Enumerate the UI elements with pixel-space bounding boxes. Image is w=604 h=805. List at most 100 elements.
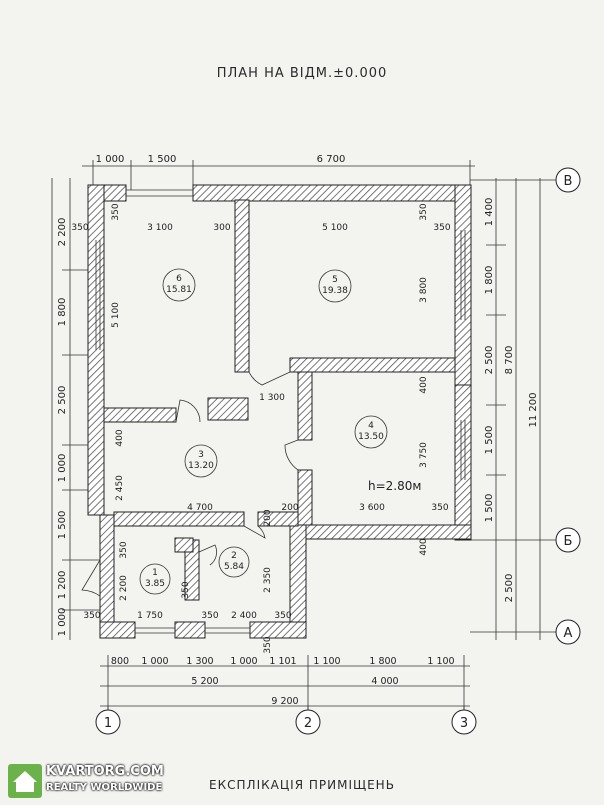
dim-bottom-r1-6: 1 800 (369, 656, 396, 667)
windows (95, 189, 466, 634)
axis-bubble-А (555, 619, 581, 645)
dim-int-26: 350 (274, 611, 291, 621)
dim-int-28: 350 (263, 636, 273, 653)
dim-int-25: 2 400 (231, 611, 257, 621)
axis-bubble-1 (95, 709, 121, 735)
dim-int-23: 1 750 (137, 611, 163, 621)
room-1-area: 3.85 (145, 579, 165, 589)
room-2-number: 2 (231, 551, 237, 561)
interior-dimensions: 350 3 100 300 5 100 350 350 350 5 100 3 … (71, 203, 450, 653)
room-6-area: 15.81 (166, 285, 192, 295)
dim-int-29: 350 (181, 581, 191, 598)
dim-left-2: 2 500 (57, 386, 68, 415)
room-2-area: 5.84 (224, 562, 244, 572)
dim-bottom-r1-0: 800 (111, 656, 129, 667)
axis-labels: 1 2 3 В Б А (104, 174, 573, 731)
left-dimensions: 2 200 1 800 2 500 1 000 1 500 1 200 1 00… (57, 218, 68, 637)
dim-int-2: 300 (213, 223, 230, 233)
watermark-logo: KVARTORG.COM REALTY WORLDWIDE (8, 762, 188, 802)
dim-int-27: 350 (83, 611, 100, 621)
dim-int-11: 400 (419, 376, 429, 393)
dim-int-16: 3 600 (359, 503, 385, 513)
dim-int-9: 1 300 (259, 393, 285, 403)
dim-int-7: 5 100 (111, 302, 121, 328)
dim-left-0: 2 200 (57, 218, 68, 247)
plan-title: ПЛАН НА ВІДМ.±0.000 (216, 66, 388, 81)
top-dimensions: 1 000 1 500 6 700 (96, 154, 346, 165)
dim-int-10: 400 (115, 429, 125, 446)
axis-markers (95, 167, 581, 735)
house-icon (8, 764, 42, 798)
axis-label-3: 3 (460, 716, 468, 731)
axis-bubble-Б (555, 527, 581, 553)
dim-left-1: 1 800 (57, 298, 68, 327)
dim-int-15: 200 (281, 503, 298, 513)
dim-left-6: 1 000 (57, 608, 68, 637)
room-3-number: 3 (198, 450, 204, 460)
dim-int-8: 3 800 (419, 277, 429, 303)
axis-label-2: 2 (304, 716, 312, 731)
dim-int-6: 350 (419, 203, 429, 220)
watermark-sub-text: REALTY WORLDWIDE (46, 782, 163, 793)
axis-bubble-3 (451, 709, 477, 735)
dim-int-17: 350 (431, 503, 448, 513)
bottom-dimensions: 800 1 000 1 300 1 000 1 101 1 100 1 800 … (111, 656, 455, 707)
axis-label-Б: Б (564, 534, 573, 549)
dim-right-outer-0: 11 200 (528, 393, 539, 428)
dim-right-mid-0: 8 700 (504, 346, 515, 375)
dim-bottom-r1-5: 1 100 (313, 656, 340, 667)
dim-right-inner-3: 1 500 (484, 426, 495, 455)
axis-bubble-В (555, 167, 581, 193)
dim-left-4: 1 500 (57, 511, 68, 540)
explication-title: ЕКСПЛІКАЦІЯ ПРИМІЩЕНЬ (209, 778, 395, 792)
dim-top-2: 6 700 (317, 154, 346, 165)
room-5-number: 5 (332, 275, 338, 285)
room-6-number: 6 (176, 274, 182, 284)
walls (87, 184, 472, 639)
room-4-number: 4 (368, 421, 374, 431)
room-3-area: 13.20 (188, 461, 214, 471)
dim-bottom-r2-0: 5 200 (191, 676, 218, 687)
dim-int-12: 2 450 (115, 475, 125, 501)
dim-left-5: 1 200 (57, 571, 68, 600)
room-5-area: 19.38 (322, 286, 348, 296)
watermark-main-text: KVARTORG.COM (46, 764, 164, 779)
dim-int-4: 350 (433, 223, 450, 233)
dim-bottom-r1-2: 1 300 (186, 656, 213, 667)
dim-bottom-r3-0: 9 200 (271, 696, 298, 707)
axis-label-А: А (564, 626, 573, 641)
dim-int-3: 5 100 (322, 223, 348, 233)
dim-int-19: 400 (419, 538, 429, 555)
dim-right-inner-4: 1 500 (484, 494, 495, 523)
dim-int-18: 200 (263, 509, 273, 526)
dim-right-inner-1: 1 800 (484, 266, 495, 295)
room-markers (139, 268, 388, 595)
dim-int-21: 2 200 (119, 575, 129, 601)
dim-top-0: 1 000 (96, 154, 125, 165)
door-swings (81, 371, 299, 597)
dim-right-mid-1: 2 500 (504, 574, 515, 603)
dim-top-1: 1 500 (148, 154, 177, 165)
room-4-area: 13.50 (358, 432, 384, 442)
room-1-number: 1 (152, 568, 158, 578)
dim-int-5: 350 (111, 203, 121, 220)
dim-int-22: 2 350 (263, 567, 273, 593)
room-labels: 1 3.85 2 5.84 3 13.20 4 13.50 5 19.38 6 … (145, 274, 384, 589)
axis-label-1: 1 (104, 716, 112, 731)
ceiling-height-note: h=2.80м (368, 479, 421, 493)
dim-bottom-r1-1: 1 000 (141, 656, 168, 667)
dim-bottom-r1-4: 1 101 (269, 656, 296, 667)
right-dimensions: 1 400 1 800 2 500 1 500 1 500 8 700 2 50… (484, 198, 539, 603)
dim-bottom-r1-3: 1 000 (230, 656, 257, 667)
dim-int-13: 3 750 (419, 442, 429, 468)
dim-int-0: 350 (71, 223, 88, 233)
dim-bottom-r1-7: 1 100 (427, 656, 454, 667)
dim-int-14: 4 700 (187, 503, 213, 513)
axis-bubble-2 (295, 709, 321, 735)
axis-label-В: В (564, 174, 573, 189)
dim-left-3: 1 000 (57, 454, 68, 483)
dim-right-inner-0: 1 400 (484, 198, 495, 227)
dim-int-20: 350 (119, 541, 129, 558)
dim-int-1: 3 100 (147, 223, 173, 233)
